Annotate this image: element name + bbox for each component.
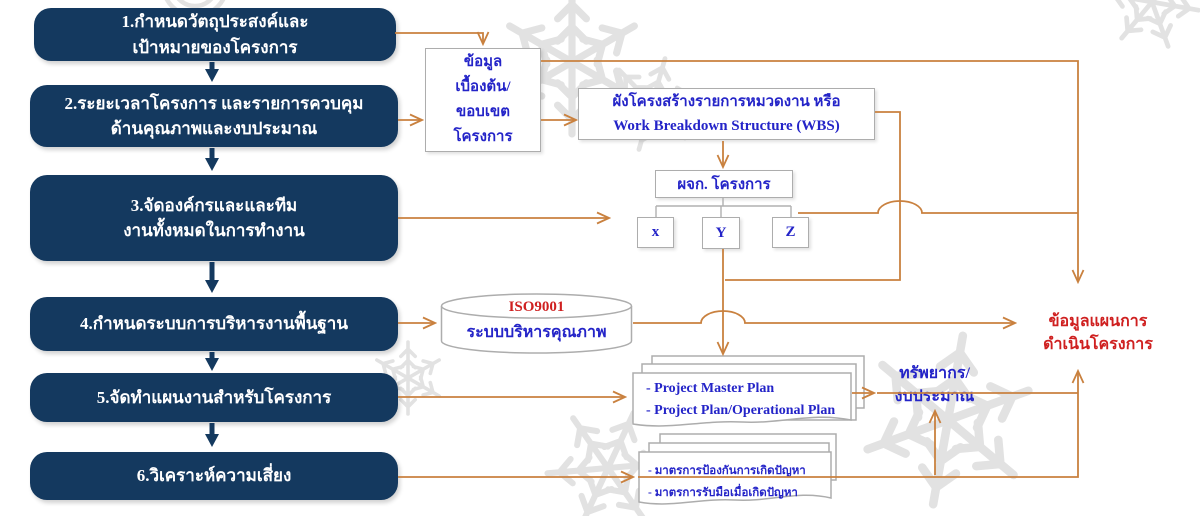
step-3-box: 3.จัดองค์กรและและทีม งานทั้งหมดในการทำงา… <box>30 175 398 261</box>
line-org-to-output <box>798 200 1078 214</box>
iso-label: ระบบบริหารคุณภาพ <box>466 324 607 341</box>
org-unit-y-box: Y <box>702 217 740 249</box>
snowflake-watermark-icon <box>852 321 1044 516</box>
org-unit-x-box: x <box>637 217 674 248</box>
iso-title: ISO9001 <box>508 299 565 315</box>
project-plans-label: - Project Master Plan - Project Plan/Ope… <box>646 381 836 418</box>
risk-measures-label: - มาตรการป้องกันการเกิดปัญหา - มาตรการรั… <box>648 465 806 499</box>
resources-label: ทรัพยากร/ งบประมาณ <box>894 365 975 405</box>
snowflake-watermark-icon <box>1087 0 1200 68</box>
step-5-box: 5.จัดทำแผนงานสำหรับโครงการ <box>30 373 398 422</box>
step-6-box: 6.วิเคราะห์ความเสี่ยง <box>30 452 398 500</box>
step-2-box: 2.ระยะเวลาโครงการ และรายการควบคุม ด้านคุ… <box>30 85 398 147</box>
org-manager-box: ผจก. โครงการ <box>655 170 793 198</box>
org-unit-z-box: Z <box>772 217 809 248</box>
initial-data-box: ข้อมูล เบื้องต้น/ ขอบเขต โครงการ <box>425 48 541 152</box>
step-4-box: 4.กำหนดระบบการบริหารงานพื้นฐาน <box>30 297 398 351</box>
step-1-box: 1.กำหนดวัตถุประสงค์และ เป้าหมายของโครงกา… <box>34 8 396 61</box>
iso9001-cylinder: ISO9001 ระบบบริหารคุณภาพ <box>440 293 633 355</box>
project-plans-document: - Project Master Plan - Project Plan/Ope… <box>632 352 876 436</box>
risk-measures-document: - มาตรการป้องกันการเกิดปัญหา - มาตรการรั… <box>638 432 848 516</box>
cylinder-shape <box>440 293 633 354</box>
org-chart-connectors <box>655 198 792 217</box>
output-plan-label: ข้อมูลแผนการ ดำเนินโครงการ <box>1043 313 1153 353</box>
arrow-step1-to-initial-data <box>395 33 483 43</box>
arrow-iso-to-output <box>633 310 1014 323</box>
wbs-box: ผังโครงสร้างรายการหมวดงาน หรือ Work Brea… <box>578 88 875 140</box>
